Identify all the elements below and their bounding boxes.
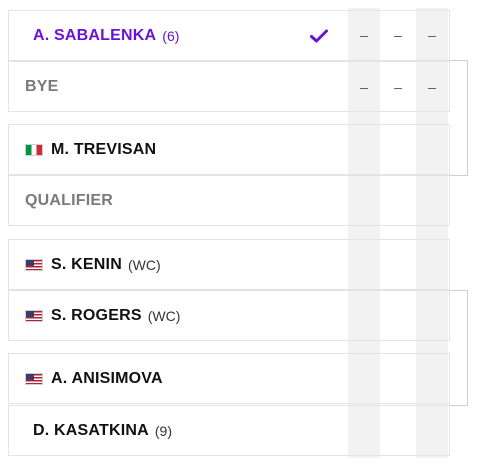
player-cell: A. ANISIMOVA bbox=[17, 354, 335, 403]
player-cell: A. SABALENKA (6) bbox=[17, 11, 335, 60]
player-row-trevisan[interactable]: M. TREVISAN bbox=[8, 124, 450, 175]
player-row-kasatkina[interactable]: D. KASATKINA (9) bbox=[8, 405, 450, 456]
player-seed: (WC) bbox=[127, 256, 161, 273]
usa-flag-icon bbox=[25, 258, 43, 271]
score-cell: – bbox=[360, 27, 368, 43]
player-row-sabalenka[interactable]: A. SABALENKA (6) bbox=[8, 10, 450, 61]
player-name: QUALIFIER bbox=[25, 191, 114, 209]
player-cell: D. KASATKINA (9) bbox=[17, 406, 335, 455]
player-row-qualifier: QUALIFIER bbox=[8, 175, 450, 226]
score-column-set1 bbox=[348, 8, 380, 458]
player-cell: QUALIFIER bbox=[17, 176, 335, 225]
player-name[interactable]: A. SABALENKA bbox=[33, 26, 157, 44]
player-name[interactable]: S. KENIN bbox=[51, 255, 122, 273]
score-column-set2 bbox=[382, 8, 414, 458]
player-cell: S. KENIN (WC) bbox=[17, 240, 335, 289]
score-cell: – bbox=[360, 79, 368, 95]
player-row-rogers[interactable]: S. ROGERS (WC) bbox=[8, 290, 450, 341]
player-name[interactable]: D. KASATKINA bbox=[33, 421, 149, 439]
checkmark-icon bbox=[309, 28, 329, 44]
player-name[interactable]: M. TREVISAN bbox=[51, 140, 157, 158]
player-cell: S. ROGERS (WC) bbox=[17, 291, 335, 340]
score-cell: – bbox=[428, 27, 436, 43]
player-cell: BYE bbox=[17, 62, 335, 111]
usa-flag-icon bbox=[25, 372, 43, 385]
player-row-kenin[interactable]: S. KENIN (WC) bbox=[8, 239, 450, 290]
usa-flag-icon bbox=[25, 309, 43, 322]
score-column-set3 bbox=[416, 8, 448, 458]
player-row-bye: BYE bbox=[8, 61, 450, 112]
score-cell: – bbox=[428, 79, 436, 95]
player-seed: (WC) bbox=[147, 307, 181, 324]
score-cell: – bbox=[394, 79, 402, 95]
italy-flag-icon bbox=[25, 143, 43, 156]
player-seed: (6) bbox=[162, 27, 180, 44]
player-name[interactable]: A. ANISIMOVA bbox=[51, 369, 163, 387]
player-cell: M. TREVISAN bbox=[17, 125, 335, 174]
player-row-anisimova[interactable]: A. ANISIMOVA bbox=[8, 353, 450, 404]
player-name: BYE bbox=[25, 77, 59, 95]
player-name[interactable]: S. ROGERS bbox=[51, 306, 142, 324]
score-cell: – bbox=[394, 27, 402, 43]
player-seed: (9) bbox=[154, 422, 173, 439]
